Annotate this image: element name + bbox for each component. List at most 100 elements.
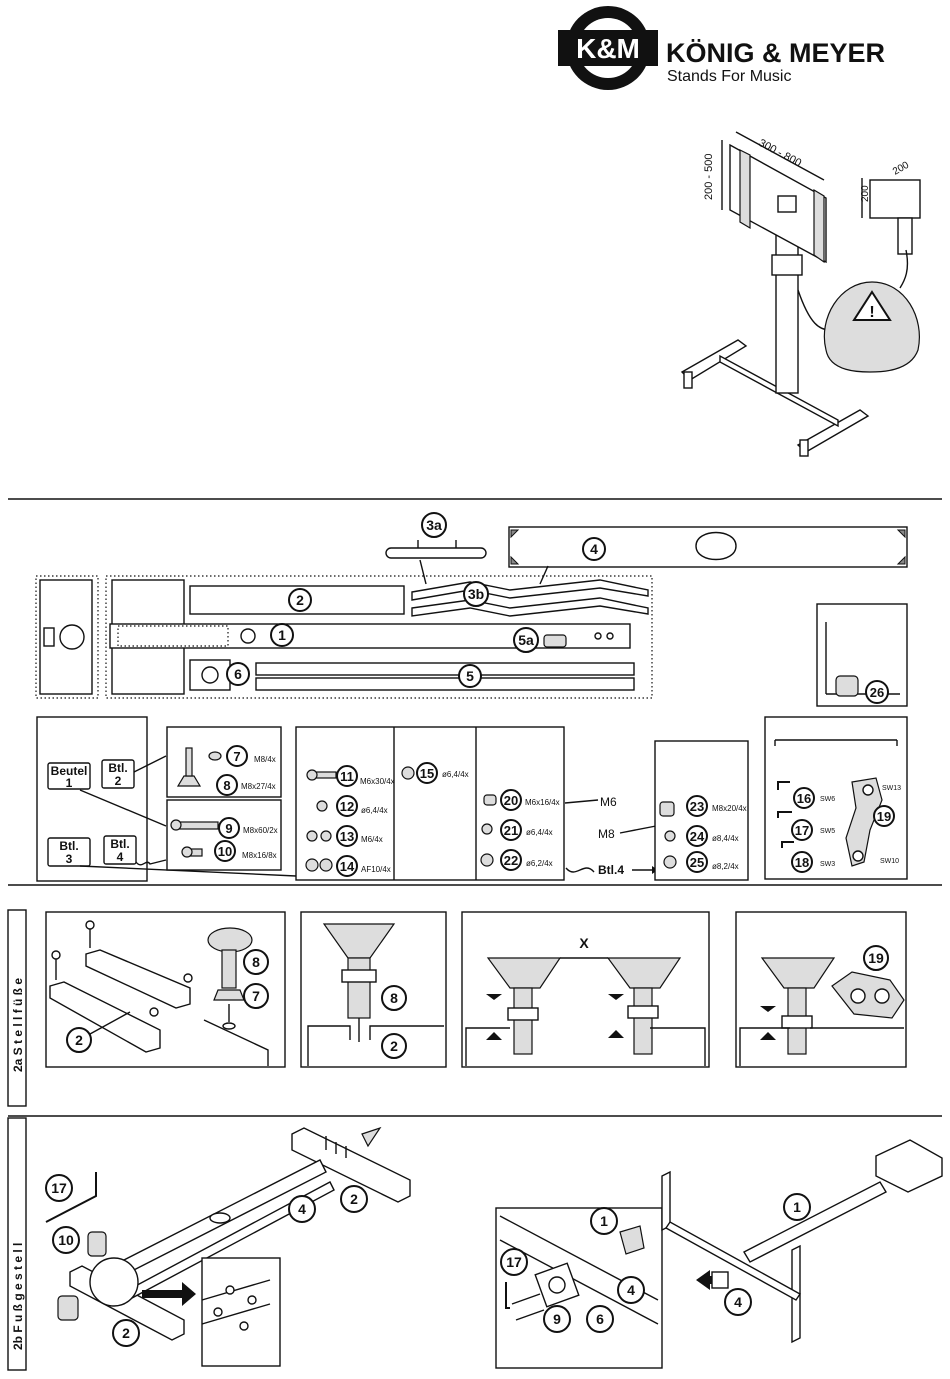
part-label-6: 6 [234,666,242,682]
bag-btl-3 [47,837,91,867]
tool-number: 16 [797,791,811,806]
hardware-list: 7 M8/4x 8 M8x27/4x 9 M8x60/2x 10 M8x16/8… [214,745,747,877]
hardware-number: 12 [340,799,354,814]
hardware-number: 13 [340,829,354,844]
dim-height: 200 - 500 [703,154,715,200]
step-2b-callout: 17 [506,1254,522,1270]
hardware-number: 21 [504,823,518,838]
step-2a-label: 2a S t e l l f ü ß e [11,978,25,1072]
hardware-number: 15 [420,766,434,781]
hardware-spec: M8x20/4x [712,804,747,813]
hardware-spec: ø6,2/4x [526,859,553,868]
hardware-spec: ø8,2/4x [712,862,739,871]
hardware-spec: ø6,4/4x [442,770,469,779]
hardware-spec: M8x27/4x [241,782,276,791]
tool-number: 18 [795,855,809,870]
bag-beutel-1-label: Beutel [51,764,88,778]
parts-layout: 3a 4 2 3b 1 5a [35,512,908,707]
step-2a-callout: 2 [75,1032,83,1048]
step-2a-callout: 19 [868,950,884,966]
dim-small-height: 200 [860,185,871,202]
part-callout-3a [421,512,447,538]
hardware-number: 14 [340,859,355,874]
step-2a-callout: 8 [252,954,260,970]
step-2b-callout: 6 [596,1311,604,1327]
bag-beutel-1 [47,762,91,790]
brand-logo: K&M KÖNIG & MEYER Stands For Music [558,6,885,90]
bag-btl-4 [103,835,137,865]
tool-spec: SW3 [820,861,835,868]
part-label-5: 5 [466,668,474,684]
hardware-number: 9 [225,821,232,836]
warning-icon: ! [852,290,892,321]
bag-btl-4-ref: Btl.4 [598,863,624,877]
hardware-number: 24 [690,829,705,844]
tool-spec: SW6 [820,796,835,803]
bag-btl-3-label: Btl. [59,839,78,853]
hardware-spec: ø8,4/4x [712,834,739,843]
part-label-1: 1 [278,627,286,643]
bag-btl-2 [101,759,135,789]
hardware-spec: M6x16/4x [525,798,560,807]
hardware-number: 8 [223,778,230,793]
hardware-number: 25 [690,855,704,870]
step-2a-callout: 2 [390,1038,398,1054]
svg-text:!: ! [869,304,874,321]
tool-spec: SW13 [882,785,901,792]
step-2b-callout: 4 [298,1201,306,1217]
step-2b-callout: 2 [350,1191,358,1207]
hardware-number: 23 [690,799,704,814]
hardware-spec: ø6,4/4x [526,828,553,837]
step-2b-callout: 4 [627,1282,635,1298]
step-2b-callout: 9 [553,1311,561,1327]
part-label-2: 2 [296,592,304,608]
bag-btl-4-label: Btl. [110,837,129,851]
bag-btl-4-number: 4 [117,850,124,864]
hardware-spec: ø6,4/4x [361,806,388,815]
brand-tagline: Stands For Music [667,68,791,85]
step-2b-label: 2b F u ß g e s t e l l [11,1243,25,1350]
tool-number: 19 [877,809,891,824]
size-label-m8: M8 [598,827,615,841]
brand-name: KÖNIG & MEYER [666,38,885,68]
step-2b-callout: 1 [793,1199,801,1215]
hardware-spec: M8/4x [254,755,276,764]
bag-btl-3-number: 3 [66,852,73,866]
part-label-3b: 3b [468,586,484,602]
logo-mark: K&M [576,33,640,64]
step-2b-callout: 4 [734,1294,742,1310]
hardware-spec: AF10/4x [361,865,391,874]
hardware-number: 10 [218,844,232,859]
step-2b: 2b F u ß g e s t e l l 17 10 2 4 2 [7,1117,943,1371]
part-label-5a: 5a [518,632,534,648]
tool-spec-2: SW10 [880,858,899,865]
bag-btl-2-number: 2 [115,774,122,788]
step-2a-callout: 8 [390,990,398,1006]
hardware-spec: M6x30/4x [360,777,395,786]
hardware-spec: M8x16/8x [242,851,277,860]
part-label-3a: 3a [426,517,442,533]
step-2b-callout: 17 [51,1180,67,1196]
step-2b-callout: 10 [58,1232,74,1248]
step-2b-callout: 2 [122,1325,130,1341]
step-2a: 2a S t e l l f ü ß e 2 8 7 8 2 [7,909,907,1107]
hardware-bags: Beutel 1 Btl. 2 Btl. 3 Btl. 4 [36,716,908,882]
overview-illustration: 200 - 500 300 - 800 200 200 ! [680,131,921,457]
size-label-m6: M6 [600,795,617,809]
tool-number: 17 [795,823,809,838]
tools-box [764,716,908,880]
dim-small-width: 200 [891,160,911,178]
hardware-spec: M8x60/2x [243,826,278,835]
tool-spec: SW5 [820,828,835,835]
step-2a-panel-3 [461,911,710,1068]
step-2a-dimension-x: X [579,935,589,951]
step-2a-callout: 7 [252,988,260,1004]
hardware-number: 20 [504,793,518,808]
bag-btl-2-label: Btl. [108,761,127,775]
part-label-26: 26 [870,685,884,700]
bag-beutel-1-number: 1 [66,776,73,790]
step-2b-callout: 1 [600,1213,608,1229]
hardware-number: 22 [504,853,518,868]
hardware-number: 7 [233,749,240,764]
part-label-4: 4 [590,541,598,557]
